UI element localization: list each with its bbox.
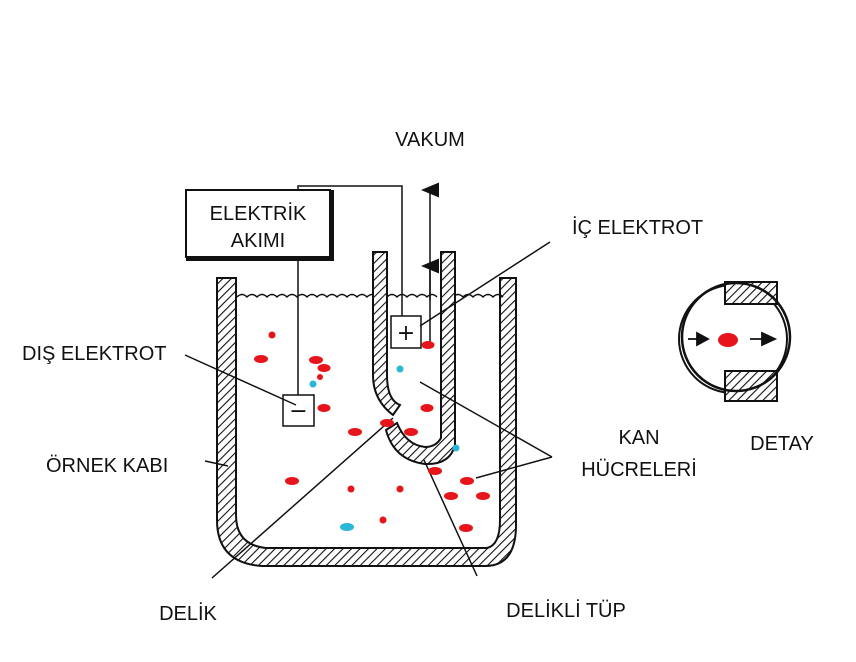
electric-current-label-line2: AKIMI [231,230,285,252]
cell [460,477,474,485]
cell [317,364,331,372]
cell [452,444,460,452]
blood-cells-label-line1: KAN [618,427,659,449]
cell [459,524,473,532]
cell [421,341,435,349]
aperture-label: DELİK [159,602,217,625]
cell [347,485,355,493]
cell [444,492,458,500]
positive-sign: + [397,321,415,346]
inner-electrode-label: İÇ ELEKTROT [572,216,703,239]
cell [348,428,362,436]
cell [309,380,317,388]
inner-electrode: + [390,315,422,349]
red-blood-cells [254,331,490,532]
cell [340,523,354,531]
detail-cell [718,333,738,347]
vacuum-label: VAKUM [395,129,465,151]
negative-sign: − [289,399,307,424]
cell [317,374,323,380]
cell [420,404,434,412]
sample-container-label: ÖRNEK KABI [46,455,168,477]
leader-lines [184,241,553,579]
cell [396,365,404,373]
cell [254,355,268,363]
cell [428,467,442,475]
cell [380,419,394,427]
cell [396,485,404,493]
cell [379,516,387,524]
outer-electrode: − [282,394,315,427]
cell [268,331,276,339]
detail-inset [678,281,792,402]
wires [297,185,403,395]
electric-current-label-line1: ELEKTRİK [210,202,307,225]
cell [285,477,299,485]
liquid-surface [236,293,504,299]
cell [317,404,331,412]
electric-current-box: ELEKTRİK AKIMI [185,189,334,261]
cell [476,492,490,500]
sample-container [216,277,517,567]
outer-electrode-label: DIŞ ELEKTROT [22,343,166,365]
detail-label: DETAY [750,433,814,455]
aperture-tube-label: DELİKLİ TÜP [506,599,626,622]
cell [309,356,323,364]
blood-cells-label-line2: HÜCRELERİ [581,458,697,481]
blue-cells [309,365,460,531]
aperture-tube [372,251,456,466]
cell [404,428,418,436]
